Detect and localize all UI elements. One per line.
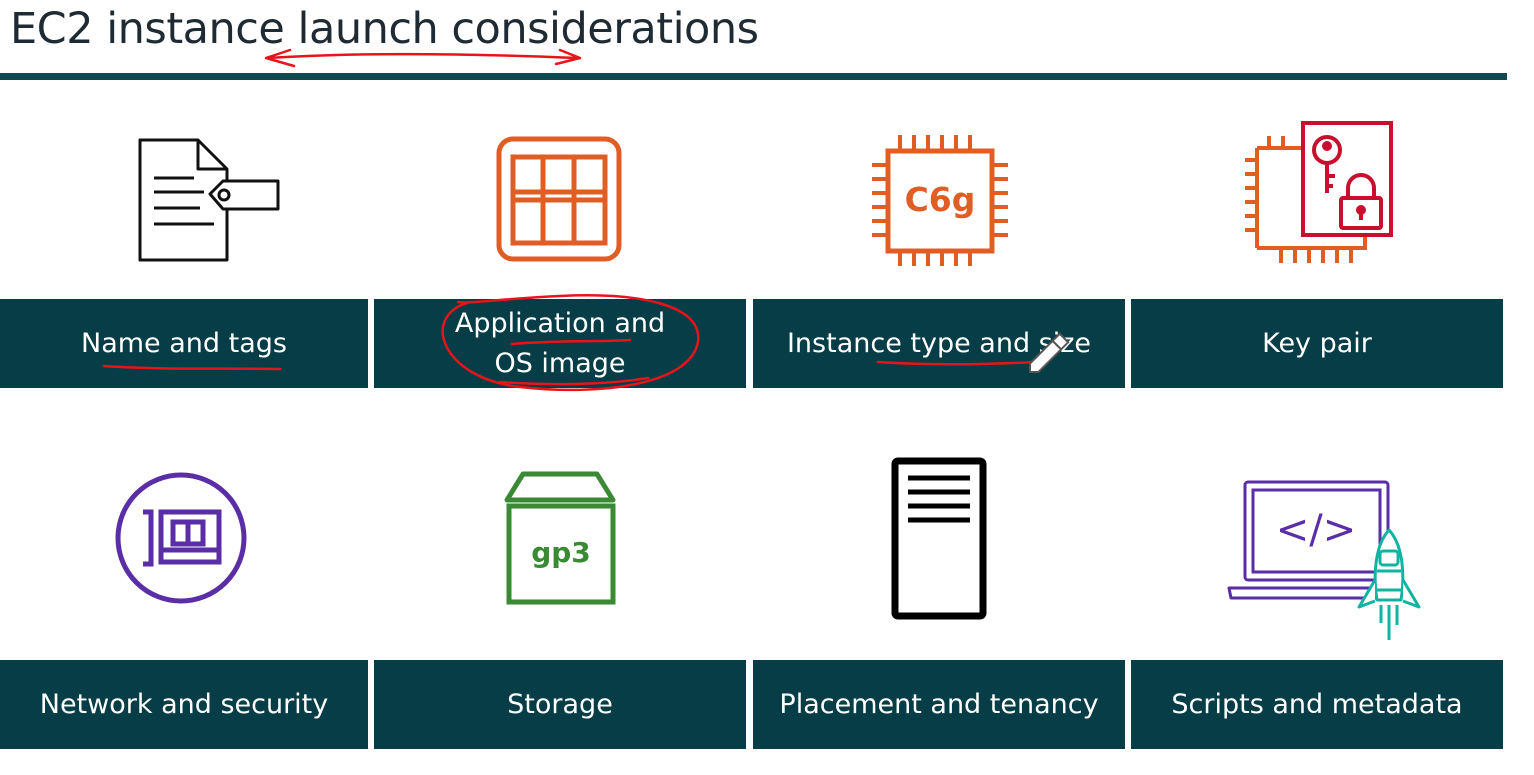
tile-label-storage: Storage: [374, 660, 746, 749]
tile-label-key-pair: Key pair: [1131, 299, 1503, 388]
tile-label-line2: OS image: [494, 347, 626, 379]
document-tag-icon: [138, 138, 280, 262]
ami-grid-icon: [496, 136, 622, 262]
tile-label-placement-and-tenancy: Placement and tenancy: [753, 660, 1125, 749]
code-symbol: </>: [1276, 507, 1357, 553]
page-title: EC2 instance launch considerations: [10, 4, 759, 54]
chip-c6g-icon: C6g: [872, 135, 1008, 266]
server-rack-icon: [891, 457, 987, 620]
tile-label-instance-type-size: Instance type and size: [753, 299, 1125, 388]
key-lock-icon: [1245, 121, 1393, 263]
tile-label-name-and-tags: Name and tags: [0, 299, 368, 388]
tile-label-network-and-security: Network and security: [0, 660, 368, 749]
ebs-volume-icon: gp3: [504, 471, 616, 605]
title-underline-rule: [0, 73, 1507, 80]
tile-label-line1: Application and: [454, 307, 666, 339]
volume-type-text: gp3: [531, 536, 591, 569]
laptop-rocket-icon: </>: [1227, 480, 1421, 640]
network-card-icon: [115, 472, 247, 604]
tile-label-scripts-and-metadata: Scripts and metadata: [1131, 660, 1503, 749]
tile-label-application-os-image: Application and OS image: [374, 299, 746, 388]
chip-label: C6g: [905, 180, 976, 219]
